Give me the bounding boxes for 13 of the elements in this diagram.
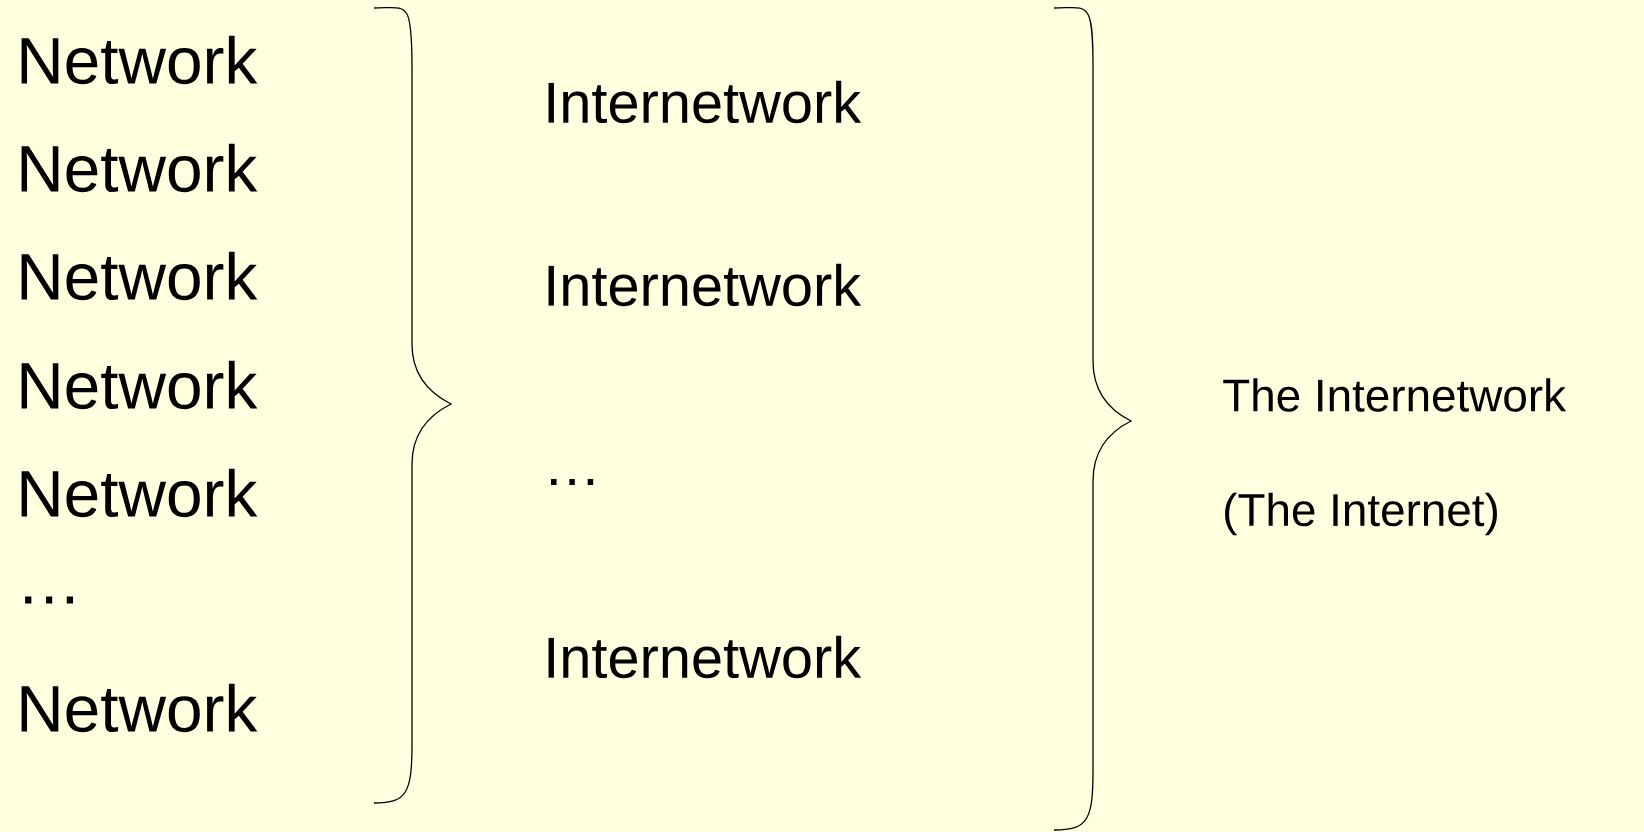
label-text: Network <box>21 251 258 301</box>
label-text: Network <box>21 143 258 193</box>
label-text: Network <box>21 35 258 85</box>
label-text: Internetwork <box>548 263 862 307</box>
label-text: … <box>551 478 594 486</box>
label-text: The Internetwork <box>1223 378 1567 412</box>
label-text: (The Internet) <box>1225 492 1497 536</box>
label-text: … <box>25 596 74 604</box>
label-text: Internetwork <box>548 80 862 124</box>
label-text: Network <box>21 360 258 410</box>
label-text: Internetwork <box>548 635 862 679</box>
label-text: Network <box>21 683 258 733</box>
label-text: Network <box>21 468 258 518</box>
